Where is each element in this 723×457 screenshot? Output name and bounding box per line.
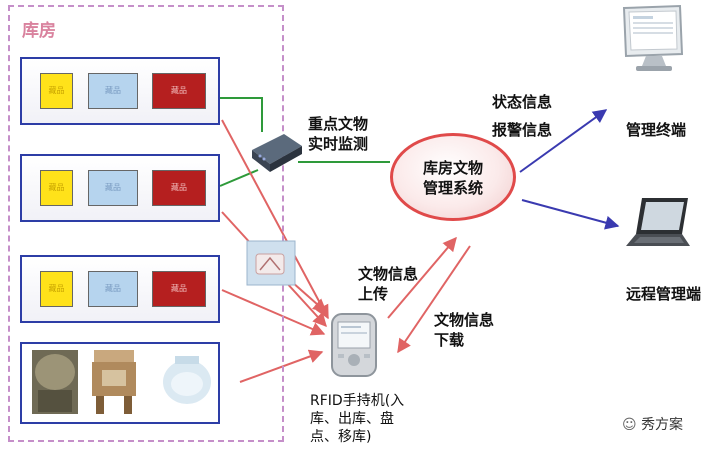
storage-area-border [8, 5, 284, 442]
download-arrow [397, 245, 471, 354]
upload-label-line1: 文物信息 [358, 265, 419, 283]
upload-arrow [387, 236, 457, 319]
rfid-tag-image [246, 240, 296, 286]
collection-box-blue: 藏品 [88, 271, 138, 307]
artifact-images [32, 350, 211, 414]
rfid-handheld-icon [331, 313, 377, 377]
shelf-1: 藏品 藏品 藏品 [20, 57, 220, 125]
collection-box-red: 藏品 [152, 170, 206, 206]
management-system-node: 库房文物 管理系统 [390, 133, 516, 221]
status-info-label: 状态信息 [492, 93, 553, 111]
handheld-label: RFID手持机(入 库、出库、盘 点、移库) [310, 392, 404, 446]
red-arrow-tag-handheld [291, 281, 328, 313]
collection-box-yellow: 藏品 [40, 73, 73, 109]
collection-box-yellow: 藏品 [40, 271, 73, 307]
porcelain-jar-image [163, 356, 211, 404]
storage-area-title: 库房 [22, 21, 56, 41]
collection-box-red: 藏品 [152, 271, 206, 307]
upload-label-line2: 上传 [358, 285, 389, 303]
handheld-label-line1: RFID手持机(入 [310, 393, 405, 409]
monitor-label-line1: 重点文物 [308, 115, 369, 133]
management-terminal-label: 管理终端 [626, 121, 687, 139]
collection-box-yellow: 藏品 [40, 170, 73, 206]
red-arrow-artifacts [239, 349, 324, 383]
collection-box-blue: 藏品 [88, 73, 138, 109]
wechat-icon: ☺︎ [622, 417, 637, 433]
desktop-monitor-icon [622, 4, 684, 71]
red-arrow-shelf-1 [221, 119, 329, 320]
alarm-info-label: 报警信息 [492, 121, 553, 139]
monitor-label-line2: 实时监测 [308, 135, 369, 153]
handheld-label-line2: 库、出库、盘 [310, 411, 394, 427]
bronze-vessel-image [32, 350, 78, 414]
green-connector-2 [219, 169, 259, 187]
laptop-icon [626, 198, 690, 246]
system-label-line2: 管理系统 [422, 179, 483, 197]
green-connector-1 [220, 97, 263, 132]
blue-arrow-remote [521, 199, 620, 230]
blue-arrow-management [519, 109, 608, 173]
system-label-line1: 库房文物 [422, 159, 483, 177]
collection-box-blue: 藏品 [88, 170, 138, 206]
download-label-line1: 文物信息 [434, 311, 495, 329]
collection-box-red: 藏品 [152, 73, 206, 109]
shelf-2: 藏品 藏品 藏品 [20, 154, 220, 222]
remote-terminal-label: 远程管理端 [626, 285, 702, 303]
download-label-line2: 下载 [434, 331, 465, 349]
ritual-cauldron-image [92, 350, 136, 414]
red-arrow-shelf-3 [221, 289, 326, 336]
handheld-label-line3: 点、移库) [310, 429, 372, 445]
artifact-display [20, 342, 220, 424]
watermark: ☺︎ 秀方案 [622, 414, 683, 434]
shelf-3: 藏品 藏品 藏品 [20, 255, 220, 323]
monitoring-device-image [252, 134, 302, 172]
watermark-text: 秀方案 [641, 417, 684, 433]
